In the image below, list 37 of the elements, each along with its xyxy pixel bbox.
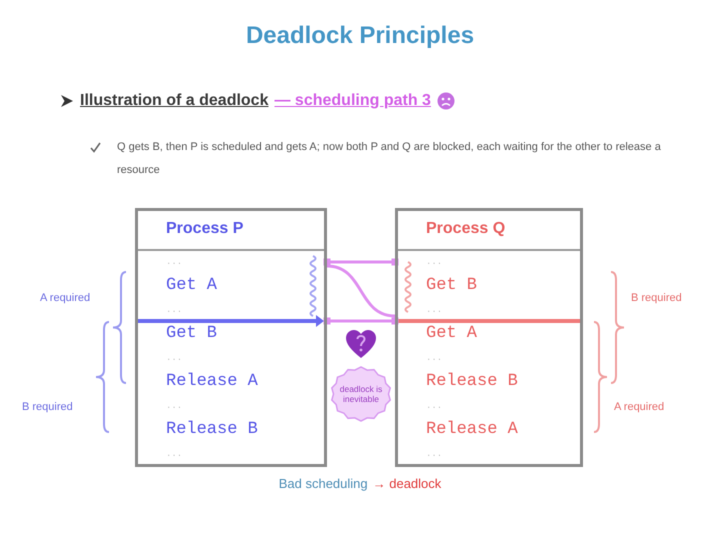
- code-line: ...: [166, 305, 182, 315]
- seal-badge: [330, 366, 392, 422]
- brace-label: A required: [614, 401, 664, 413]
- brace-label: B required: [22, 401, 73, 413]
- code-line: Release A: [426, 421, 518, 439]
- code-line: Get A: [426, 325, 478, 343]
- code-line: ...: [166, 401, 182, 411]
- connector-line: [324, 258, 398, 266]
- code-line: ...: [426, 449, 442, 459]
- code-line: ...: [426, 257, 442, 267]
- code-line: Get B: [426, 277, 478, 295]
- heading-link: — scheduling path 3: [274, 92, 431, 110]
- curved-connector: [326, 264, 396, 318]
- slide-title: Deadlock Principles: [246, 22, 474, 49]
- code-line: ...: [426, 401, 442, 411]
- brace-label: B required: [631, 292, 682, 304]
- code-line: Release B: [426, 373, 518, 391]
- code-line: Release B: [166, 421, 258, 439]
- code-line: ...: [426, 353, 442, 363]
- process-box: [135, 208, 327, 467]
- connector-line: [324, 318, 398, 324]
- brace-label: A required: [40, 292, 90, 304]
- code-line: ...: [166, 257, 182, 267]
- code-line: Get A: [166, 277, 218, 295]
- bullet-text: Q gets B, then P is scheduled and gets A; now both P and Q are blocked, each waiting for the other to release a resource: [117, 140, 662, 178]
- process-box: [395, 208, 583, 467]
- caption-text: → deadlock: [372, 476, 442, 491]
- caption-text: Bad scheduling: [278, 476, 368, 491]
- code-line: Release A: [166, 373, 258, 391]
- badge-text: deadlock is inevitable: [338, 384, 384, 404]
- code-line: Get B: [166, 325, 218, 343]
- code-line: ...: [166, 449, 182, 459]
- process-title: Process P: [166, 220, 244, 238]
- code-line: ...: [426, 305, 442, 315]
- bullet-heading: Illustration of a deadlock: [80, 92, 268, 110]
- code-line: ...: [166, 353, 182, 363]
- process-title: Process Q: [426, 220, 506, 238]
